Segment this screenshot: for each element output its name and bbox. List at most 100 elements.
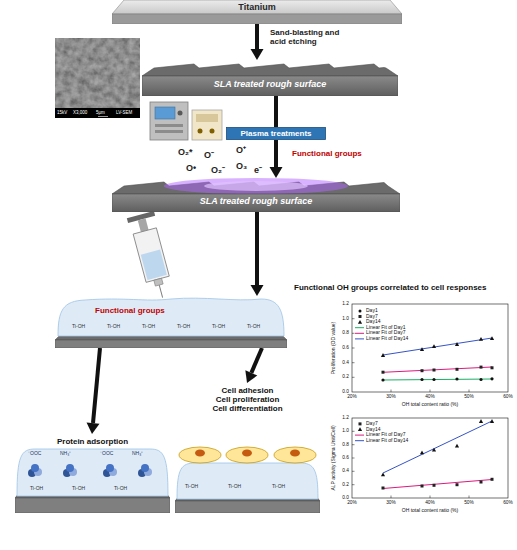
plasma-glow [164, 178, 348, 194]
axis-title: OH total content ratio (%) [402, 402, 458, 408]
liquid-layer [177, 463, 318, 499]
panel-heading: Protein adsorption [57, 437, 128, 446]
alp-chart [383, 421, 492, 473]
flow-arrow [276, 96, 277, 127]
sem-image [55, 38, 140, 110]
syringe [133, 228, 169, 283]
alp-chart [352, 418, 508, 498]
cell [274, 447, 316, 463]
charge-label: ⁻OOC [28, 451, 41, 457]
axis-title: Proliferation (OD value) [331, 322, 337, 374]
alp-chart [432, 448, 436, 452]
plasma-equipment [155, 130, 183, 133]
proliferation-chart [381, 353, 385, 357]
plasma-species: O₃ [236, 161, 247, 171]
slab-top [112, 0, 402, 14]
surface-slab: SLA treated rough surface [112, 178, 400, 212]
protein [106, 464, 114, 472]
plasma-species: O⁺ [236, 145, 246, 155]
legend-text: Linear Fit of Day14 [366, 438, 408, 444]
tick-label: 1.0 [342, 316, 349, 322]
tick-label: 0.2 [342, 482, 349, 488]
arrow-head [251, 49, 264, 60]
proliferation-chart [359, 309, 362, 312]
sem-image [55, 38, 140, 110]
protein [31, 464, 39, 472]
legend-text: Linear Fit of Day14 [366, 336, 408, 342]
charge-label: NH₃⁺ [60, 451, 71, 457]
tick-label: 20% [347, 500, 357, 506]
proliferation-chart [383, 379, 492, 380]
flow-arrow [270, 140, 283, 178]
cell [226, 447, 268, 463]
surface-slab: SLA treated rough surface [142, 60, 398, 96]
tick-label: 50% [464, 500, 474, 506]
alp-chart [355, 440, 364, 441]
surface-group: Ti-OH [30, 486, 43, 492]
tick-label: 0.6 [342, 455, 349, 461]
plasma-equipment [155, 107, 175, 119]
plasma-equipment [196, 114, 218, 122]
proliferation-chart [491, 366, 494, 369]
tick-label: 40% [425, 500, 435, 506]
flow-arrow [87, 348, 100, 434]
tick-label: 1.2 [342, 301, 349, 307]
proliferation-chart [381, 378, 384, 381]
arrow-head [87, 422, 100, 434]
slab-front [142, 76, 398, 96]
slab-front [175, 501, 320, 513]
arrow-shaft [255, 212, 259, 285]
slab-label: SLA treated rough surface [214, 79, 327, 89]
coated-surface-shape [55, 296, 287, 348]
alp-chart [456, 483, 459, 486]
plasma-species: O₂* [178, 147, 193, 157]
sem-info: LV-SEM [116, 110, 132, 115]
proliferation-chart [382, 371, 385, 374]
surface-group: Ti-OH [185, 484, 198, 490]
sem-info: 15kV [57, 110, 67, 115]
alp-chart [433, 484, 436, 487]
protein-panel: Protein adsorption [15, 434, 170, 513]
charge-label: ⁻OOC [100, 451, 113, 457]
arrow-shaft [274, 140, 278, 167]
plasma-equipment [150, 102, 222, 140]
tick-label: 0.4 [342, 468, 349, 474]
edge-label: Sand-blasting and acid etching [270, 28, 340, 46]
group-label: Functional groups [95, 306, 165, 315]
flow-arrow [251, 24, 264, 60]
alp-chart [359, 422, 362, 425]
syringe [127, 211, 176, 301]
tick-label: 60% [503, 500, 513, 506]
group-label: Functional groups [292, 149, 362, 158]
cell-nucleus [290, 450, 300, 457]
plasma-equipment [155, 124, 183, 127]
proliferation-chart [490, 336, 494, 340]
tick-label: 20% [347, 394, 357, 400]
arrow-head [251, 285, 264, 296]
proliferation-chart [352, 319, 469, 392]
surface-group: Ti-OH [72, 324, 85, 330]
proliferation-chart [359, 315, 362, 318]
alp-chart [491, 478, 494, 481]
surface-slab-shape [112, 178, 400, 212]
tick-label: 60% [503, 394, 513, 400]
tick-label: 0.6 [342, 345, 349, 351]
flow-arrow [251, 212, 264, 296]
slab-front [55, 340, 287, 348]
tick-label: 1.0 [342, 428, 349, 434]
arrow-shaft [251, 348, 262, 373]
rough-top [142, 64, 398, 76]
liquid-layer [58, 298, 284, 336]
tick-label: 40% [425, 394, 435, 400]
box-outline [227, 128, 326, 140]
plasma-glow [204, 181, 308, 191]
alp-chart [358, 427, 362, 431]
protein [141, 464, 149, 472]
syringe [141, 250, 167, 280]
proliferation-chart [480, 366, 483, 369]
proliferation-chart [421, 369, 424, 372]
alp-chart [383, 480, 492, 489]
